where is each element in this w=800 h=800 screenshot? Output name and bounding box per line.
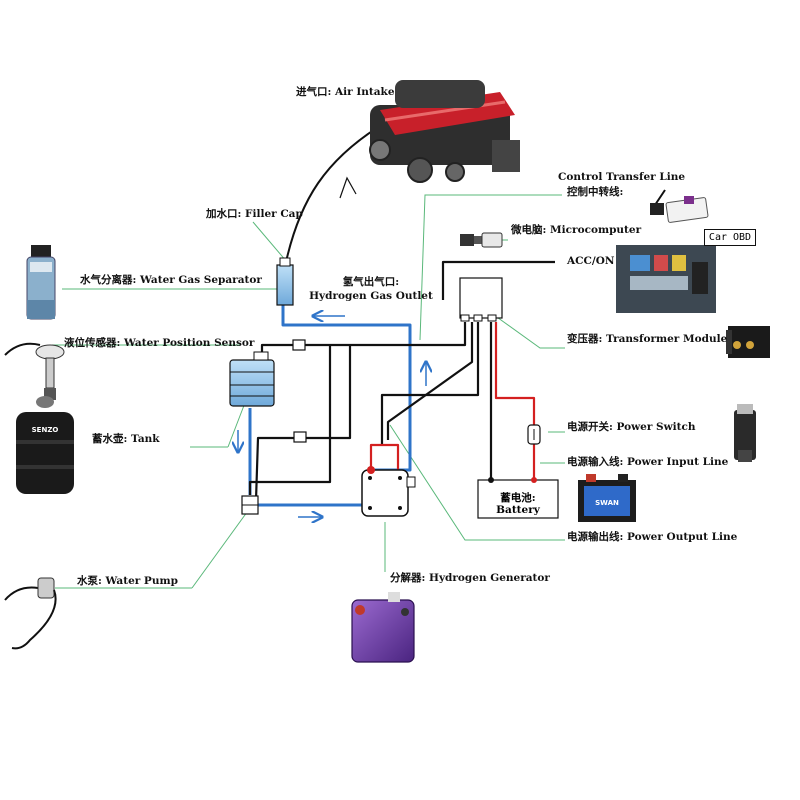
fuse-box-icon: [616, 245, 716, 313]
label-hydrogen-outlet-en: Hydrogen Gas Outlet: [309, 290, 433, 302]
microcomputer-icon: [460, 232, 503, 248]
diagram-battery-icon: [477, 477, 559, 519]
label-battery: 蓄电池: Battery: [480, 492, 556, 516]
label-power-output-line: 电源输出线: Power Output Line: [567, 531, 738, 543]
hydrogen-generator-icon: [351, 592, 415, 663]
flow-arrows: [238, 316, 426, 517]
leader-transformer: [493, 314, 565, 349]
transformer-module-icon: [726, 326, 770, 358]
diagram-pump-icon: [241, 495, 259, 515]
sensor-to-transformer-wire: [260, 322, 467, 357]
water-gas-separator-icon: [26, 245, 56, 320]
leader-lines: [52, 194, 565, 589]
generator-to-transformer-wire: [380, 322, 480, 445]
label-acc-on: ACC/ON: [567, 255, 615, 267]
engine-icon: [369, 80, 520, 183]
pump-to-sensor-wire: [248, 345, 332, 495]
battery-brand-mark: SWAN: [595, 499, 619, 507]
water-pump-icon: [4, 577, 57, 650]
acc-on-wire: [441, 260, 555, 300]
intake-arrow: [339, 176, 357, 199]
tank-icon: SENZO: [16, 396, 74, 494]
label-filler-cap: 加水口: Filler Cap: [206, 208, 303, 220]
diagram-tank-icon: [229, 351, 275, 407]
diagram-switch-icon: [527, 424, 541, 445]
label-power-switch: 电源开关: Power Switch: [567, 421, 696, 433]
label-microcomputer: 微电脑: Microcomputer: [511, 224, 642, 236]
label-water-position-sensor: 液位传感器: Water Position Sensor: [64, 337, 255, 349]
label-hydrogen-outlet-cn: 氢气出气口:: [342, 276, 400, 288]
wire-connector-1: [292, 339, 306, 351]
transformer-output-wire: [386, 322, 474, 440]
generator-power-line: [369, 443, 400, 470]
tank-brand-mark: SENZO: [32, 426, 59, 434]
label-water-pump: 水泵: Water Pump: [77, 575, 178, 587]
power-switch-icon: [734, 404, 756, 462]
label-air-intake: 进气口: Air Intake: [296, 86, 395, 98]
diagram-generator-icon: [361, 466, 416, 517]
label-car-obd: Car OBD: [704, 229, 756, 246]
diagram-transformer-icon: [459, 277, 503, 322]
wire-connector-2: [293, 431, 307, 443]
filler-separator-unit: [276, 257, 294, 306]
label-transformer-module: 变压器: Transformer Module: [567, 333, 728, 345]
control-transfer-line-icon: [650, 189, 709, 223]
leader-filler-cap: [252, 221, 288, 263]
leader-control-transfer: [419, 194, 562, 341]
transformer-to-switch-line: [494, 322, 536, 425]
label-tank: 蓄水壶: Tank: [92, 433, 160, 445]
label-power-input-line: 电源输入线: Power Input Line: [567, 456, 729, 468]
leader-pump-d: [191, 507, 251, 589]
power-lines: [369, 322, 536, 480]
label-hydrogen-generator: 分解器: Hydrogen Generator: [390, 572, 550, 584]
label-battery-cn: 蓄电池:: [500, 492, 536, 504]
label-control-transfer-en: Control Transfer Line: [558, 171, 686, 183]
label-control-transfer-cn: 控制中转线:: [567, 186, 624, 198]
air-intake-hose: [285, 123, 384, 263]
car-battery-icon: SWAN: [578, 474, 636, 522]
label-battery-en: Battery: [496, 504, 540, 516]
label-water-gas-separator: 水气分离器: Water Gas Separator: [80, 274, 262, 286]
water-position-sensor-icon: [4, 342, 65, 400]
leader-power-output: [389, 424, 565, 541]
